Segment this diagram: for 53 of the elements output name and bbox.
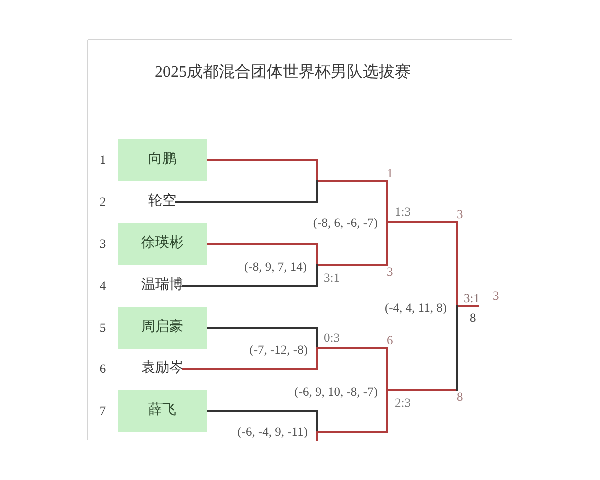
game-scores: (-8, 9, 7, 14) [244,260,307,274]
game-scores: (-6, 9, 10, -8, -7) [294,384,378,400]
bracket-line [456,305,458,391]
seed-number: 1 [387,166,394,181]
seed-number: 3 [387,265,394,280]
player-name: 袁励岑 [142,360,184,378]
bracket-line [182,264,318,287]
player-box: 徐瑛彬 [118,223,207,265]
bracket-line [316,431,318,441]
bracket-line [206,410,318,433]
bracket-line [456,305,479,307]
bracket-line [206,159,318,182]
seed-number: 7 [100,404,106,418]
bracket-line [176,180,318,203]
game-scores: (-7, -12, -8) [250,342,308,358]
seed-number: 4 [100,278,106,294]
bracket-line [386,389,458,391]
seed-number: 6 [387,334,394,348]
seed-number: 8 [457,390,464,404]
bracket-line [316,264,388,266]
player-box: 向鹏 [118,139,207,181]
bracket-line [386,221,388,266]
seed-number: 2 [100,194,106,210]
seed-number: 1 [100,152,106,168]
player-name: 轮空 [148,194,176,210]
bracket-line [386,180,388,223]
player-name: 温瑞博 [142,278,184,294]
bracket-line [206,243,318,266]
match-score: 1:3 [395,204,411,220]
match-score: 2:3 [395,396,411,410]
player-box: 周启豪 [118,307,207,349]
seed-number: 5 [100,320,106,336]
game-scores: (-4, 4, 11, 8) [384,300,447,316]
seed-number: 6 [100,362,106,376]
seed-number: 8 [470,310,476,326]
bracket-line [316,180,388,182]
match-score: 3:1 [464,292,480,306]
seed-number: 3 [493,288,500,304]
bracket-line [386,347,388,391]
seed-number: 3 [100,236,106,252]
game-scores: (-6, -4, 9, -11) [238,424,308,440]
player-box: 薛飞 [118,390,207,432]
bracket-line [316,389,388,433]
game-scores: (-8, 6, -6, -7) [313,216,378,230]
bracket-line [316,347,388,349]
match-score: 0:3 [324,330,340,346]
seed-number: 3 [457,208,464,222]
bracket-line [386,221,458,223]
bracket-line [182,347,318,370]
bracket-title: 2025成都混合团体世界杯男队选拔赛 [155,64,411,82]
bracket-line [456,221,458,307]
match-score: 3:1 [324,270,340,286]
bracket-line [206,327,318,349]
